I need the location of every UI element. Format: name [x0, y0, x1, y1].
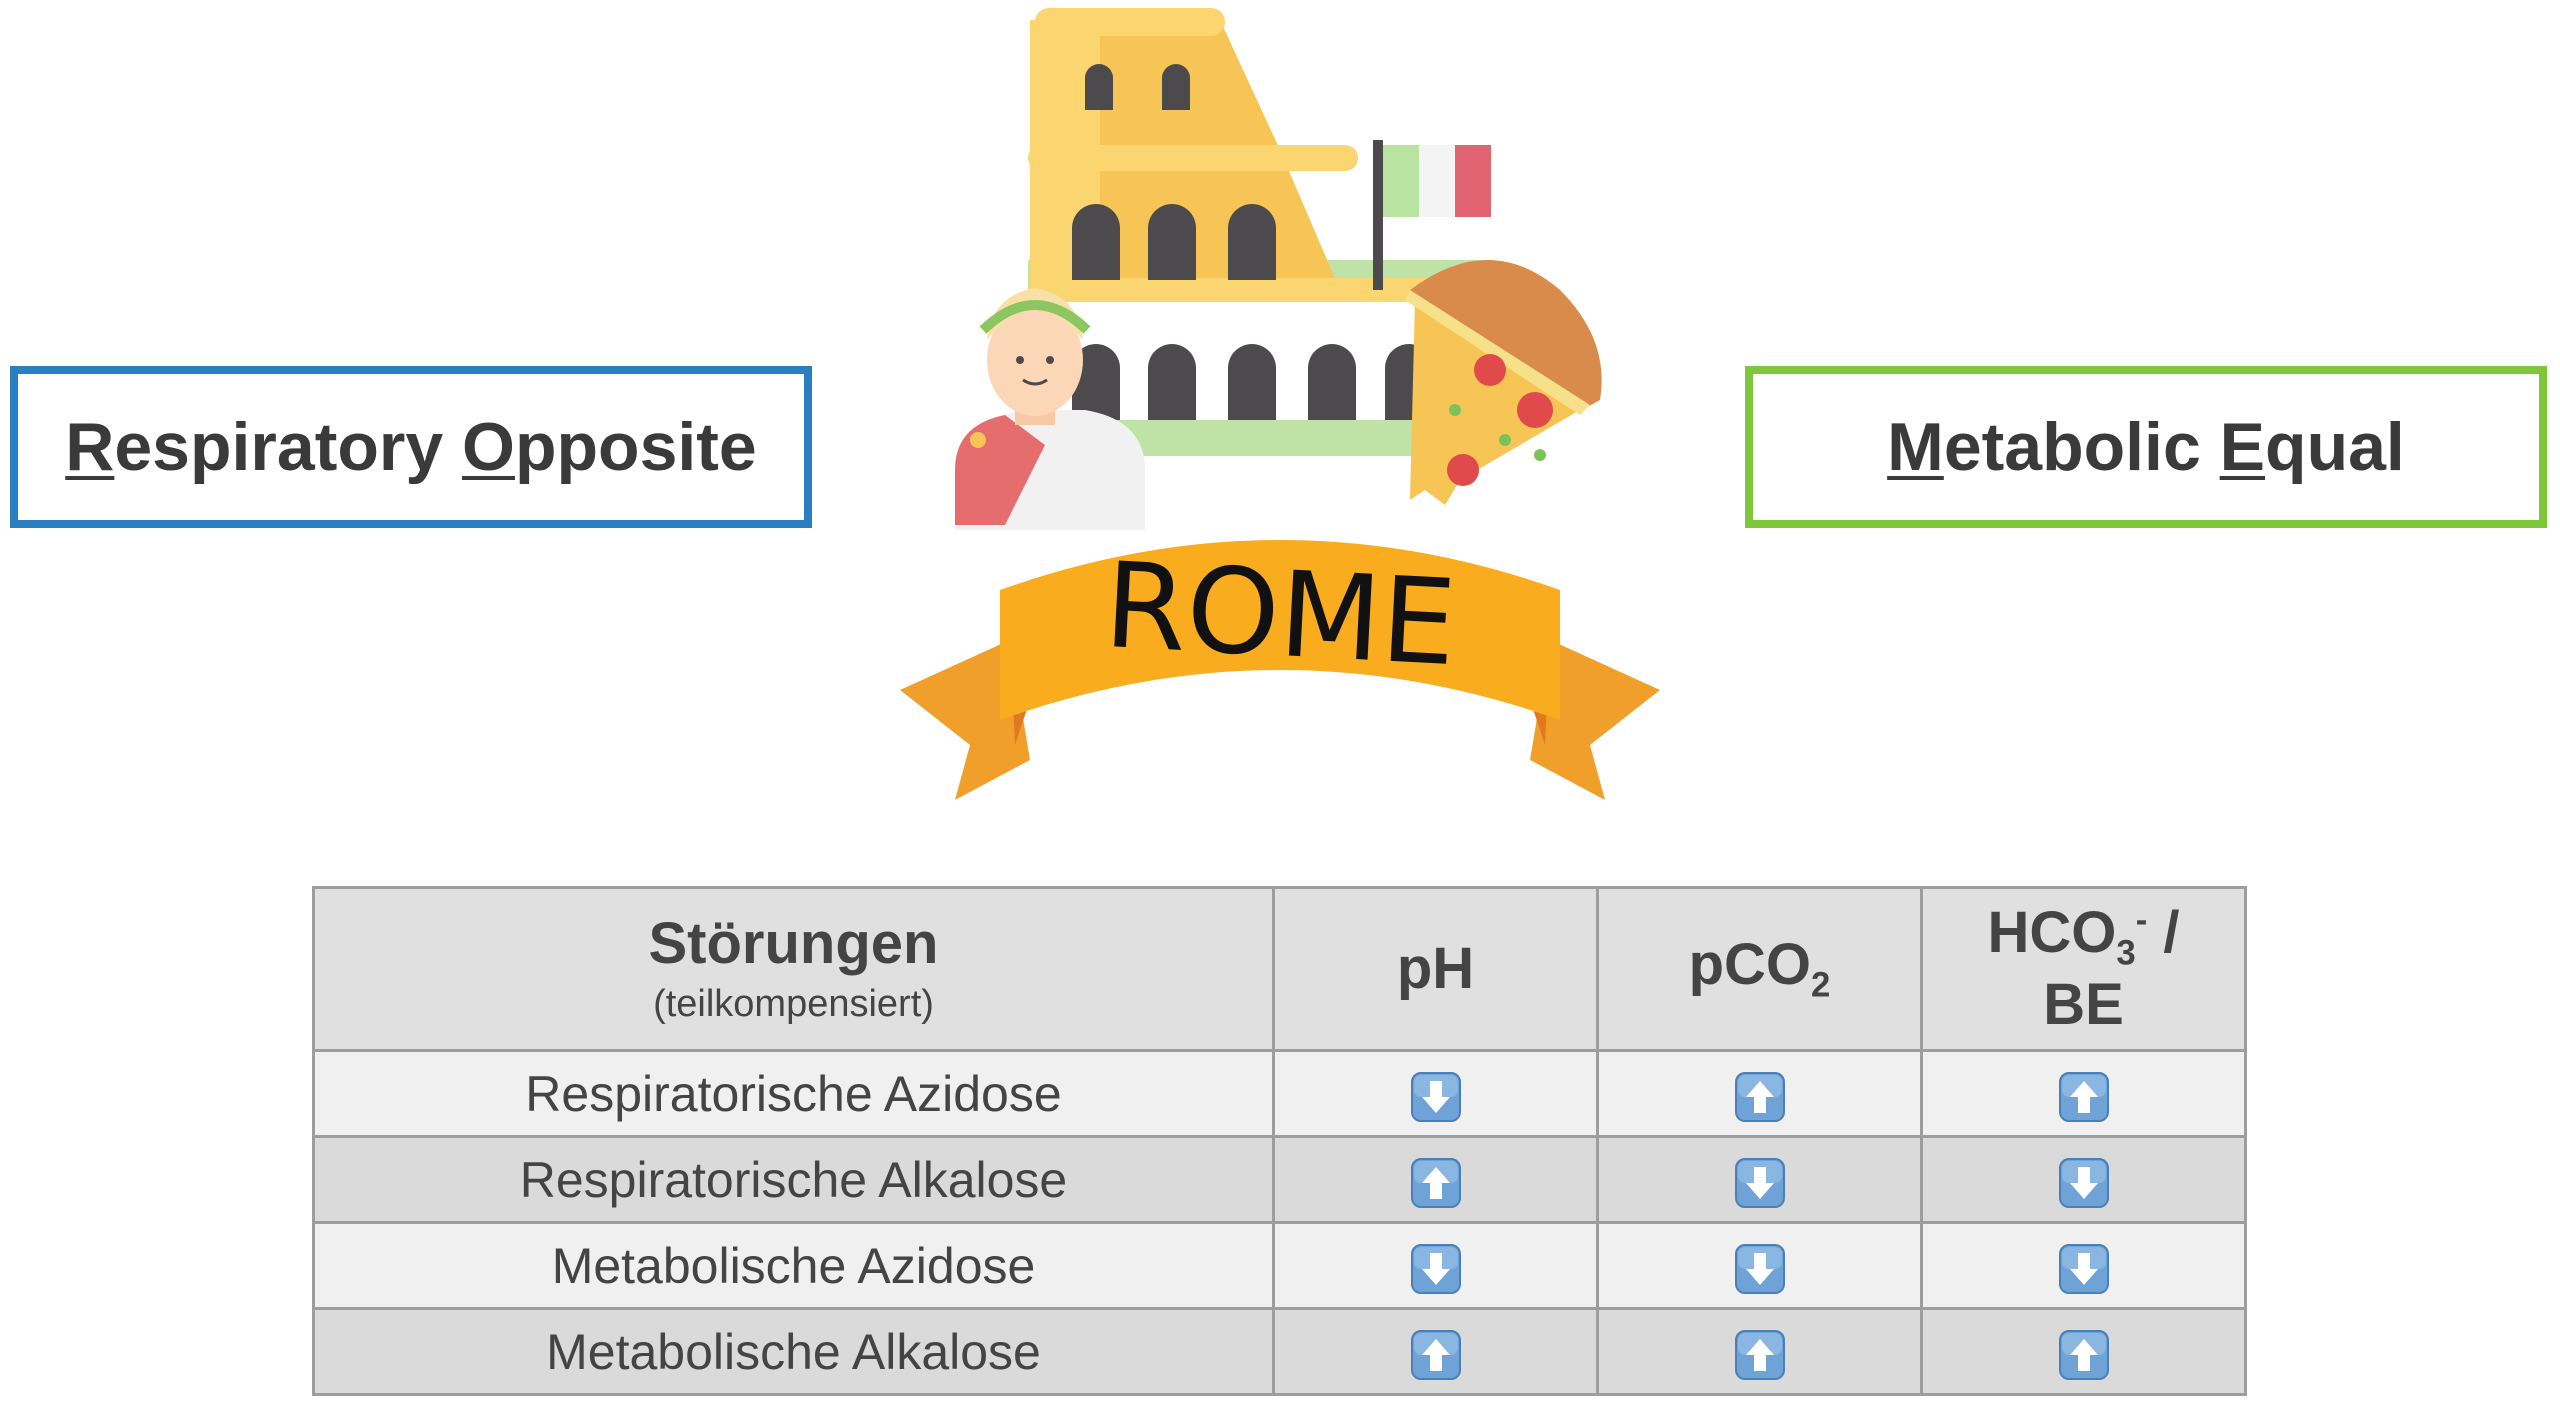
cell-pco2 — [1596, 1135, 1923, 1224]
underlined-letter-m: M — [1887, 409, 1944, 485]
arrow-down-icon — [2058, 1243, 2109, 1294]
cell-hco3 — [1920, 1135, 2247, 1224]
metabolic-equal-label: Metabolic Equal — [1887, 408, 2405, 486]
row-label: Metabolische Alkalose — [312, 1307, 1275, 1396]
italian-flag-icon — [1373, 140, 1491, 290]
arrow-up-icon — [1734, 1329, 1785, 1380]
pizza-slice-icon — [1405, 260, 1602, 505]
cell-pco2 — [1596, 1307, 1923, 1396]
header-hco3-be: HCO3- / BE — [1920, 886, 2247, 1052]
hco3-superscript: - — [2135, 900, 2148, 940]
rome-logo: ROME — [900, 8, 1660, 800]
cell-ph — [1272, 1049, 1599, 1138]
row-label: Respiratorische Alkalose — [312, 1135, 1275, 1224]
respiratory-opposite-label: Respiratory Opposite — [65, 408, 757, 486]
arrow-up-icon — [1734, 1071, 1785, 1122]
row-label: Respiratorische Azidose — [312, 1049, 1275, 1138]
arrow-down-icon — [1734, 1243, 1785, 1294]
header-ph: pH — [1272, 886, 1599, 1052]
underlined-letter-e: E — [2219, 409, 2266, 485]
arrow-up-icon — [1410, 1329, 1461, 1380]
respiratory-opposite-box: Respiratory Opposite — [10, 366, 812, 528]
be-label: BE — [2043, 972, 2124, 1038]
underlined-letter-r: R — [65, 409, 115, 485]
ribbon-banner-icon — [900, 540, 1660, 800]
header-title: Störungen — [648, 911, 939, 977]
hco3-subscript: 3 — [2116, 933, 2136, 973]
arrow-up-icon — [2058, 1329, 2109, 1380]
cell-hco3 — [1920, 1049, 2247, 1138]
label-part: etabolic — [1943, 409, 2220, 485]
table-row: Respiratorische Azidose — [312, 1049, 2247, 1138]
arrow-up-icon — [2058, 1071, 2109, 1122]
cell-pco2 — [1596, 1049, 1923, 1138]
arrow-down-icon — [1410, 1071, 1461, 1122]
acid-base-table: Störungen (teilkompensiert) pH pCO2 HCO3… — [312, 886, 2247, 1396]
caesar-bust-icon — [955, 288, 1145, 530]
table-row: Metabolische Azidose — [312, 1221, 2247, 1310]
table-row: Respiratorische Alkalose — [312, 1135, 2247, 1224]
arrow-down-icon — [1410, 1243, 1461, 1294]
banner-text: ROME — [1101, 536, 1459, 692]
header-subtitle: (teilkompensiert) — [653, 983, 934, 1025]
cell-ph — [1272, 1135, 1599, 1224]
label-part: espiratory — [114, 409, 463, 485]
arrow-down-icon — [2058, 1157, 2109, 1208]
row-label: Metabolische Azidose — [312, 1221, 1275, 1310]
arrow-up-icon — [1410, 1157, 1461, 1208]
cell-hco3 — [1920, 1307, 2247, 1396]
cell-hco3 — [1920, 1221, 2247, 1310]
header-pco2: pCO2 — [1596, 886, 1923, 1052]
pco2-subscript: 2 — [1811, 965, 1831, 1005]
cell-ph — [1272, 1307, 1599, 1396]
cell-ph — [1272, 1221, 1599, 1310]
metabolic-equal-box: Metabolic Equal — [1745, 366, 2547, 528]
table-row: Metabolische Alkalose — [312, 1307, 2247, 1396]
underlined-letter-o: O — [462, 409, 515, 485]
label-part: qual — [2265, 409, 2405, 485]
label-part: pposite — [514, 409, 757, 485]
arrow-down-icon — [1734, 1157, 1785, 1208]
header-stoerungen: Störungen (teilkompensiert) — [312, 886, 1275, 1052]
hco3-base: HCO — [1987, 900, 2117, 966]
pco2-base: pCO — [1688, 932, 1812, 998]
cell-pco2 — [1596, 1221, 1923, 1310]
hco3-tail: / — [2147, 900, 2180, 966]
table-header-row: Störungen (teilkompensiert) pH pCO2 HCO3… — [312, 886, 2247, 1052]
